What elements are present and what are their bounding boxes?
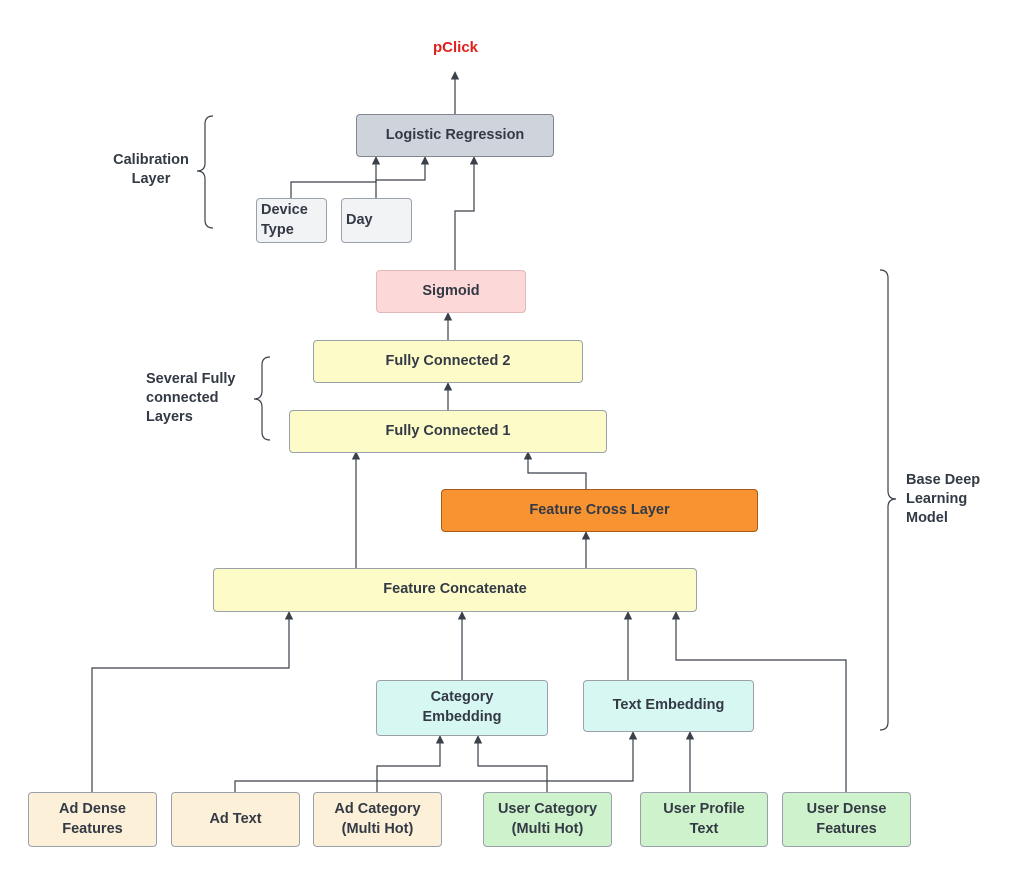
ad-dense-features-node: Ad Dense Features (28, 792, 157, 847)
logistic-regression-node: Logistic Regression (356, 114, 554, 157)
arrow-userdense-to-concat (671, 611, 847, 792)
arrow-addense-to-concat (91, 611, 294, 792)
day-node: Day (341, 198, 412, 243)
fully-connected-brace (253, 356, 271, 441)
ad-text-node: Ad Text (171, 792, 300, 847)
user-profile-text-node: User Profile Text (640, 792, 768, 847)
arrow-day-to-lr (375, 156, 430, 198)
fully-connected-2-node: Fully Connected 2 (313, 340, 583, 383)
sigmoid-node: Sigmoid (376, 270, 526, 313)
fully-connected-1-node: Fully Connected 1 (289, 410, 607, 453)
base-model-brace (879, 269, 897, 731)
arrow-device-to-lr (290, 156, 381, 198)
user-category-node: User Category (Multi Hot) (483, 792, 612, 847)
arrow-adcategory-to-catemb (376, 735, 445, 792)
pclick-output-label: pClick (433, 39, 479, 56)
device-type-node: Device Type (256, 198, 327, 243)
base-model-label: Base Deep Learning Model (906, 472, 981, 526)
fully-connected-layers-label: Several Fully connected Layers (146, 371, 236, 425)
arrow-sigmoid-to-lr (454, 156, 479, 270)
ad-category-node: Ad Category (Multi Hot) (313, 792, 442, 847)
text-embedding-node: Text Embedding (583, 680, 754, 732)
feature-cross-layer-node: Feature Cross Layer (441, 489, 758, 532)
calibration-brace (196, 115, 214, 229)
arrow-usercategory-to-catemb (473, 735, 548, 792)
calibration-layer-label: Calibration Layer (113, 152, 189, 187)
feature-concatenate-node: Feature Concatenate (213, 568, 697, 612)
arrow-adtext-to-textemb (234, 731, 638, 792)
user-dense-features-node: User Dense Features (782, 792, 911, 847)
category-embedding-node: Category Embedding (376, 680, 548, 736)
arrow-cross-to-fc1 (523, 451, 587, 489)
